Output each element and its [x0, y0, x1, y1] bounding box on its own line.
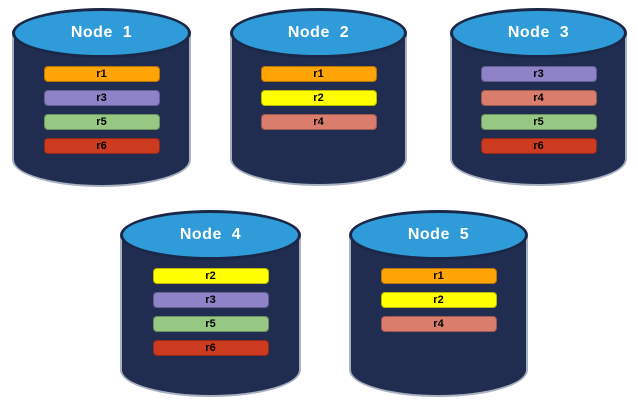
- node-title: Node 3: [507, 24, 570, 41]
- cylinder-body: [450, 33, 627, 186]
- replica-label: r1: [433, 269, 444, 282]
- node-title: Node 5: [407, 226, 470, 243]
- replica-bar-r2: r2: [380, 292, 497, 308]
- replica-list: r1 r3 r5 r6: [43, 66, 160, 154]
- replica-label: r5: [533, 115, 544, 128]
- replica-label: r1: [96, 67, 107, 80]
- replica-list: r2 r3 r5 r6: [152, 268, 269, 356]
- replica-bar-r3: r3: [152, 292, 269, 308]
- replica-label: r3: [533, 67, 544, 80]
- replica-label: r5: [96, 115, 107, 128]
- replica-bar-r2: r2: [260, 90, 377, 106]
- replica-list: r1 r2 r4: [260, 66, 377, 130]
- replica-label: r3: [96, 91, 107, 104]
- replica-bar-r5: r5: [480, 114, 597, 130]
- node-title: Node 2: [287, 24, 350, 41]
- database-cylinder-node-1: Node 1 r1 r3 r5 r6: [12, 8, 191, 187]
- cylinder-body: [12, 33, 191, 187]
- replica-label: r6: [533, 139, 544, 152]
- replica-list: r3 r4 r5 r6: [480, 66, 597, 154]
- replica-label: r4: [313, 115, 324, 128]
- replica-bar-r6: r6: [152, 340, 269, 356]
- database-cylinder-node-5: Node 5 r1 r2 r4: [349, 210, 528, 397]
- database-cylinder-node-4: Node 4 r2 r3 r5 r6: [120, 210, 301, 397]
- replica-bar-r3: r3: [43, 90, 160, 106]
- node-title: Node 1: [70, 24, 133, 41]
- database-cylinder-node-3: Node 3 r3 r4 r5 r6: [450, 8, 627, 186]
- replica-label: r4: [533, 91, 544, 104]
- replica-bar-r5: r5: [43, 114, 160, 130]
- cylinder-top-ellipse: Node 3: [450, 8, 627, 58]
- cylinder-top-ellipse: Node 1: [12, 8, 191, 58]
- replica-bar-r5: r5: [152, 316, 269, 332]
- replica-bar-r3: r3: [480, 66, 597, 82]
- replica-label: r4: [433, 317, 444, 330]
- replica-label: r3: [205, 293, 216, 306]
- replica-bar-r4: r4: [480, 90, 597, 106]
- replica-bar-r1: r1: [260, 66, 377, 82]
- replica-bar-r4: r4: [260, 114, 377, 130]
- replica-bar-r6: r6: [480, 138, 597, 154]
- replica-label: r1: [313, 67, 324, 80]
- database-cylinder-node-2: Node 2 r1 r2 r4: [230, 8, 407, 186]
- cylinder-top-ellipse: Node 4: [120, 210, 301, 260]
- replica-label: r2: [433, 293, 444, 306]
- replica-list: r1 r2 r4: [380, 268, 497, 332]
- cylinder-body: [230, 33, 407, 186]
- replica-bar-r6: r6: [43, 138, 160, 154]
- cylinder-top-ellipse: Node 2: [230, 8, 407, 58]
- replica-label: r5: [205, 317, 216, 330]
- cylinder-top-ellipse: Node 5: [349, 210, 528, 260]
- replica-label: r2: [313, 91, 324, 104]
- replica-bar-r2: r2: [152, 268, 269, 284]
- replica-bar-r1: r1: [380, 268, 497, 284]
- replica-label: r2: [205, 269, 216, 282]
- replica-bar-r1: r1: [43, 66, 160, 82]
- replica-label: r6: [205, 341, 216, 354]
- replica-label: r6: [96, 139, 107, 152]
- node-title: Node 4: [179, 226, 242, 243]
- replica-bar-r4: r4: [380, 316, 497, 332]
